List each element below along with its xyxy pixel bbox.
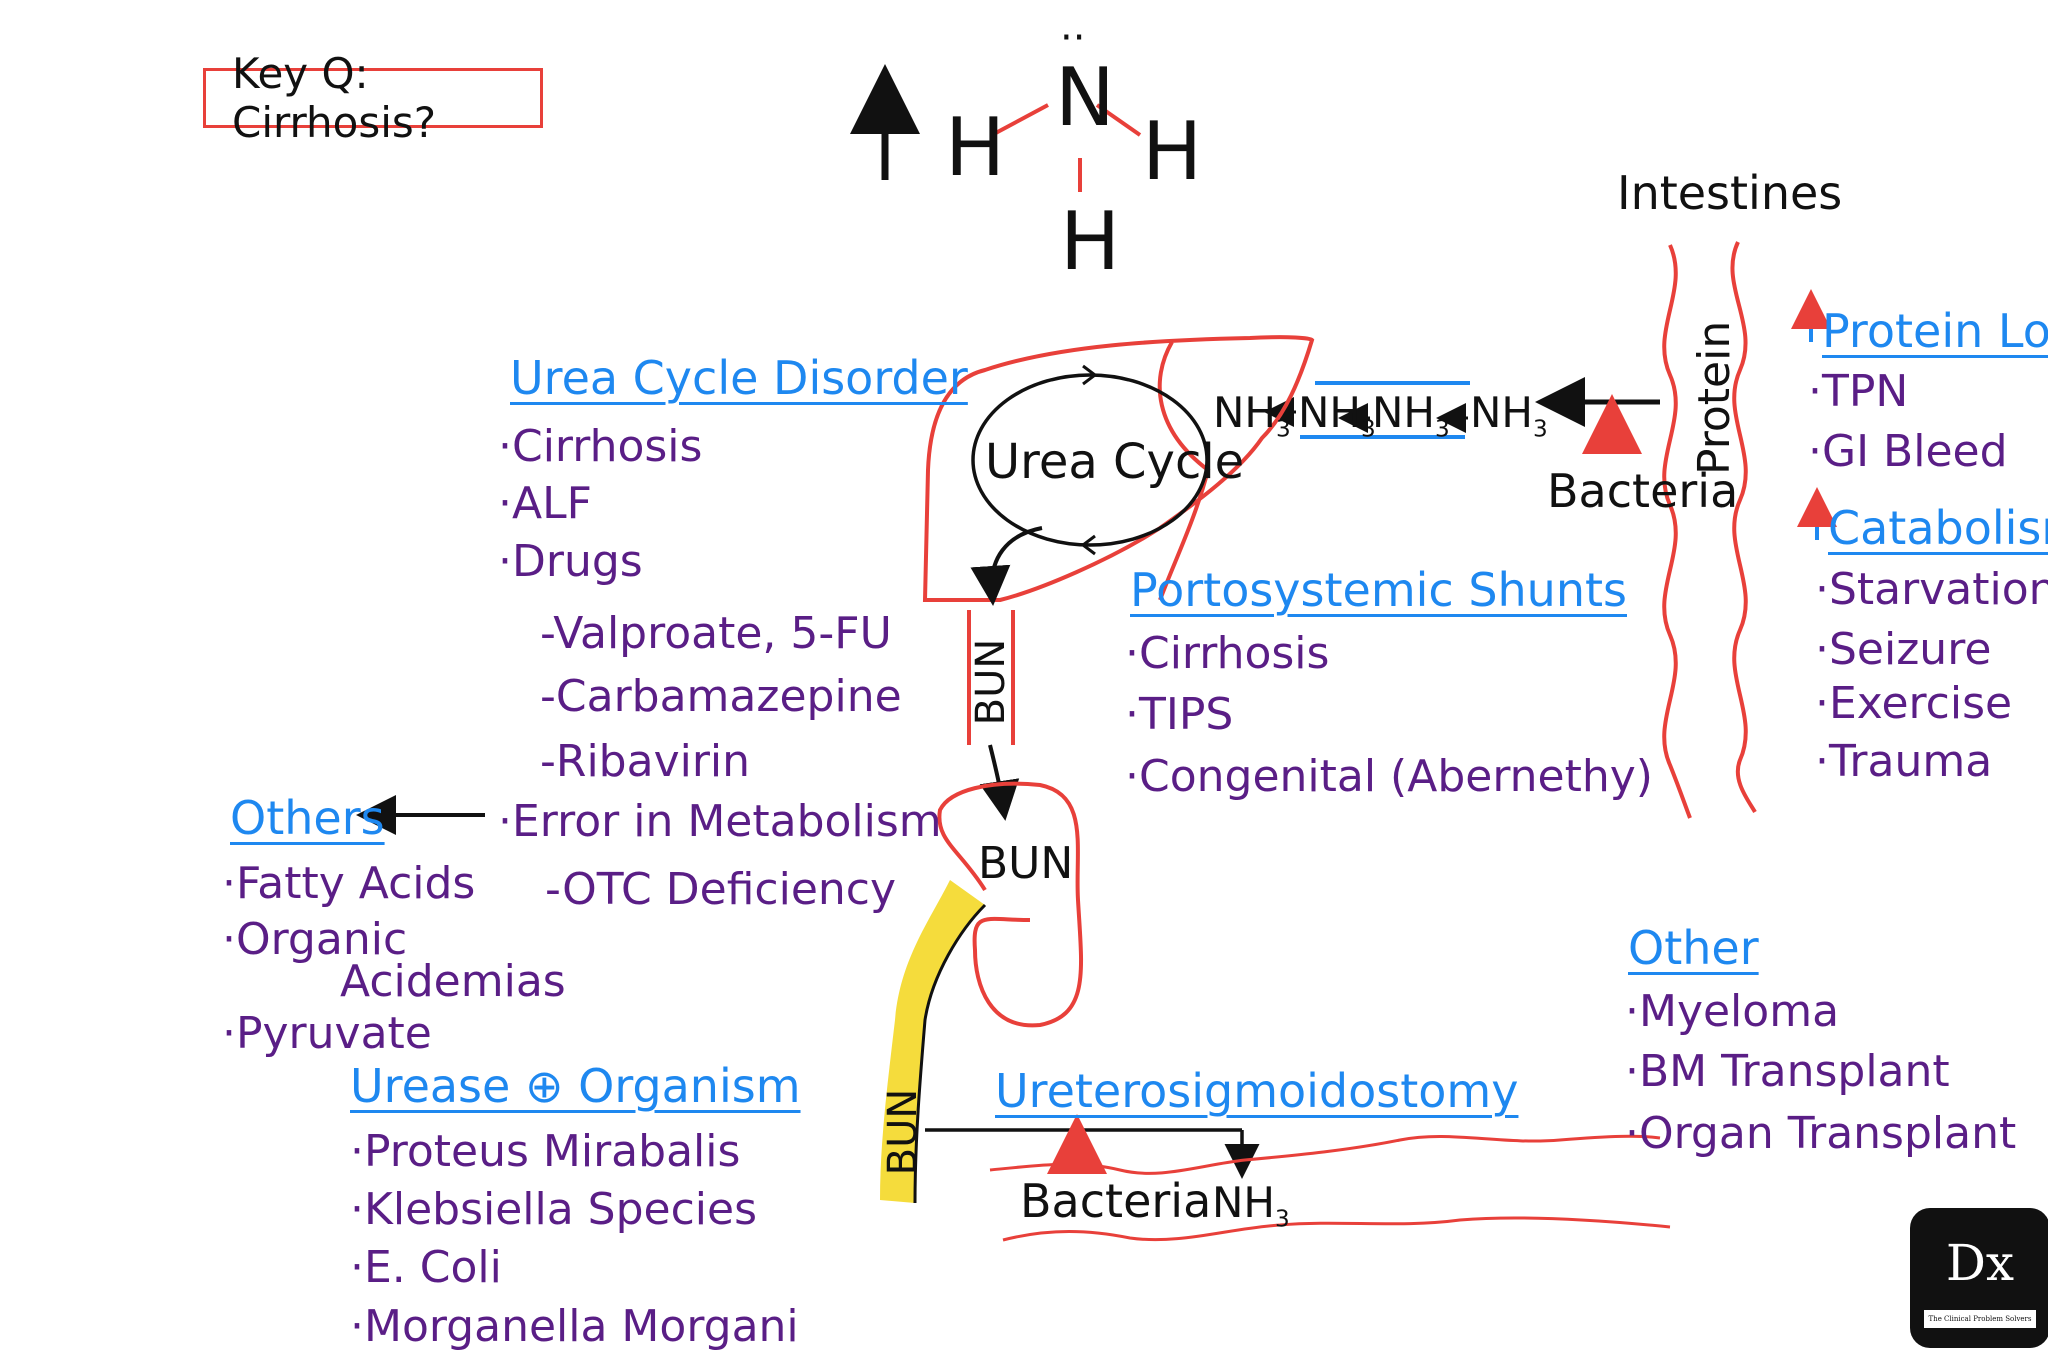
others-item: Acidemias xyxy=(340,956,566,1007)
intestine-wall-right xyxy=(1730,241,1757,814)
catabolism-item: ·Exercise xyxy=(1815,678,2013,729)
protein-load-item: ·GI Bleed xyxy=(1808,426,2008,477)
others-item: ·Fatty Acids xyxy=(222,858,476,909)
liver-outline xyxy=(922,335,1315,602)
ammonia-lone-pair: ·· xyxy=(1060,15,1086,61)
portosystemic-shunts-heading: Portosystemic Shunts xyxy=(1130,563,1627,617)
ucd-item: -OTC Deficiency xyxy=(545,864,897,915)
ureter xyxy=(880,880,985,1203)
catabolism-item: ·Starvation xyxy=(1815,564,2048,615)
others-item: ·Pyruvate xyxy=(222,1008,432,1059)
intestines-label: Intestines xyxy=(1617,166,1843,220)
others-item: ·Organic xyxy=(222,914,408,965)
ucd-item: -Ribavirin xyxy=(540,736,751,787)
urease-item: ·Morganella Morgani xyxy=(350,1301,799,1352)
shunt-item: ·TIPS xyxy=(1125,689,1234,740)
bun-ureter-label: BUN xyxy=(880,1088,926,1176)
other-item: ·BM Transplant xyxy=(1625,1046,1950,1097)
shunt-item: ·Cirrhosis xyxy=(1125,628,1330,679)
catabolism-heading: Catabolism xyxy=(1828,501,2048,555)
urea-to-bun-arrow xyxy=(970,526,1043,606)
shunt-item: ·Congenital (Abernethy) xyxy=(1125,751,1653,802)
key-question: Key Q: Cirrhosis? xyxy=(232,49,437,147)
colon-top-line xyxy=(989,1134,1661,1175)
urease-item: ·Klebsiella Species xyxy=(350,1184,758,1235)
ureterosigmoidostomy-heading: Ureterosigmoidostomy xyxy=(995,1064,1519,1118)
ucd-item: -Carbamazepine xyxy=(540,671,902,722)
bun-kidney-label: BUN xyxy=(978,838,1074,889)
urea-cycle-disorder-heading: Urea Cycle Disorder xyxy=(510,351,968,405)
bond-left xyxy=(991,103,1049,137)
ucd-item: -Valproate, 5-FU xyxy=(540,608,892,659)
urea-cycle-arrowhead-bottom xyxy=(1080,534,1096,556)
nh3-chain-4: NH3 xyxy=(1470,388,1548,443)
bond-right xyxy=(1095,103,1142,137)
colon-bottom-line xyxy=(1002,1216,1671,1242)
urease-item: ·E. Coli xyxy=(350,1242,502,1293)
others-heading: Others xyxy=(230,791,385,845)
urea-cycle-label: Urea Cycle xyxy=(985,434,1245,490)
key-question-box: Key Q: Cirrhosis? xyxy=(203,49,543,147)
ucd-item: ·Error in Metabolism xyxy=(498,796,942,847)
ucd-item: ·Drugs xyxy=(498,536,643,587)
urea-cycle-loop xyxy=(971,373,1209,547)
ammonia-nitrogen: N xyxy=(1055,51,1115,144)
nh3-chain-2: NH3 xyxy=(1298,388,1376,443)
urea-cycle-arrowhead-top xyxy=(1082,364,1098,386)
catabolism-item: ·Seizure xyxy=(1815,624,1992,675)
catabolism-item: ·Trauma xyxy=(1815,736,1993,787)
logo-caption: The Clinical Problem Solvers xyxy=(1924,1310,2036,1328)
nh3-chain-3: NH3 xyxy=(1372,388,1450,443)
stoma-nh3-label: NH3 xyxy=(1212,1178,1290,1233)
protein-load-item: ·TPN xyxy=(1808,366,1909,417)
urease-organism-heading: Urease ⊕ Organism xyxy=(350,1059,801,1113)
ucd-item: ·Cirrhosis xyxy=(498,421,703,472)
logo-mark: Dx xyxy=(1945,1234,2015,1292)
stoma-bacteria-label: Bacteria xyxy=(1020,1174,1212,1228)
protein-label: Protein xyxy=(1689,320,1740,475)
protein-load-heading: Protein Load xyxy=(1822,304,2048,358)
other-item: ·Myeloma xyxy=(1625,986,1840,1037)
bun-to-kidney-arrow xyxy=(979,744,1020,821)
other-heading: Other xyxy=(1628,921,1759,975)
ureter-line xyxy=(913,903,987,1204)
urease-item: ·Proteus Mirabalis xyxy=(350,1126,741,1177)
nh3-chain-1: NH3 xyxy=(1213,388,1291,443)
ammonia-hydrogen-right: H xyxy=(1142,105,1203,198)
intestine-wall-left xyxy=(1662,244,1692,819)
kidney-outline xyxy=(937,781,1084,1028)
ammonia-hydrogen-bottom: H xyxy=(1060,195,1121,288)
ucd-item: ·ALF xyxy=(498,478,592,529)
bacteria-label: Bacteria xyxy=(1547,464,1739,518)
clinical-problem-solvers-logo: Dx The Clinical Problem Solvers xyxy=(1910,1208,2048,1348)
bun-vein-label: BUN xyxy=(968,638,1014,726)
other-item: ·Organ Transplant xyxy=(1625,1108,2017,1159)
ammonia-hydrogen-left: H xyxy=(945,101,1006,194)
